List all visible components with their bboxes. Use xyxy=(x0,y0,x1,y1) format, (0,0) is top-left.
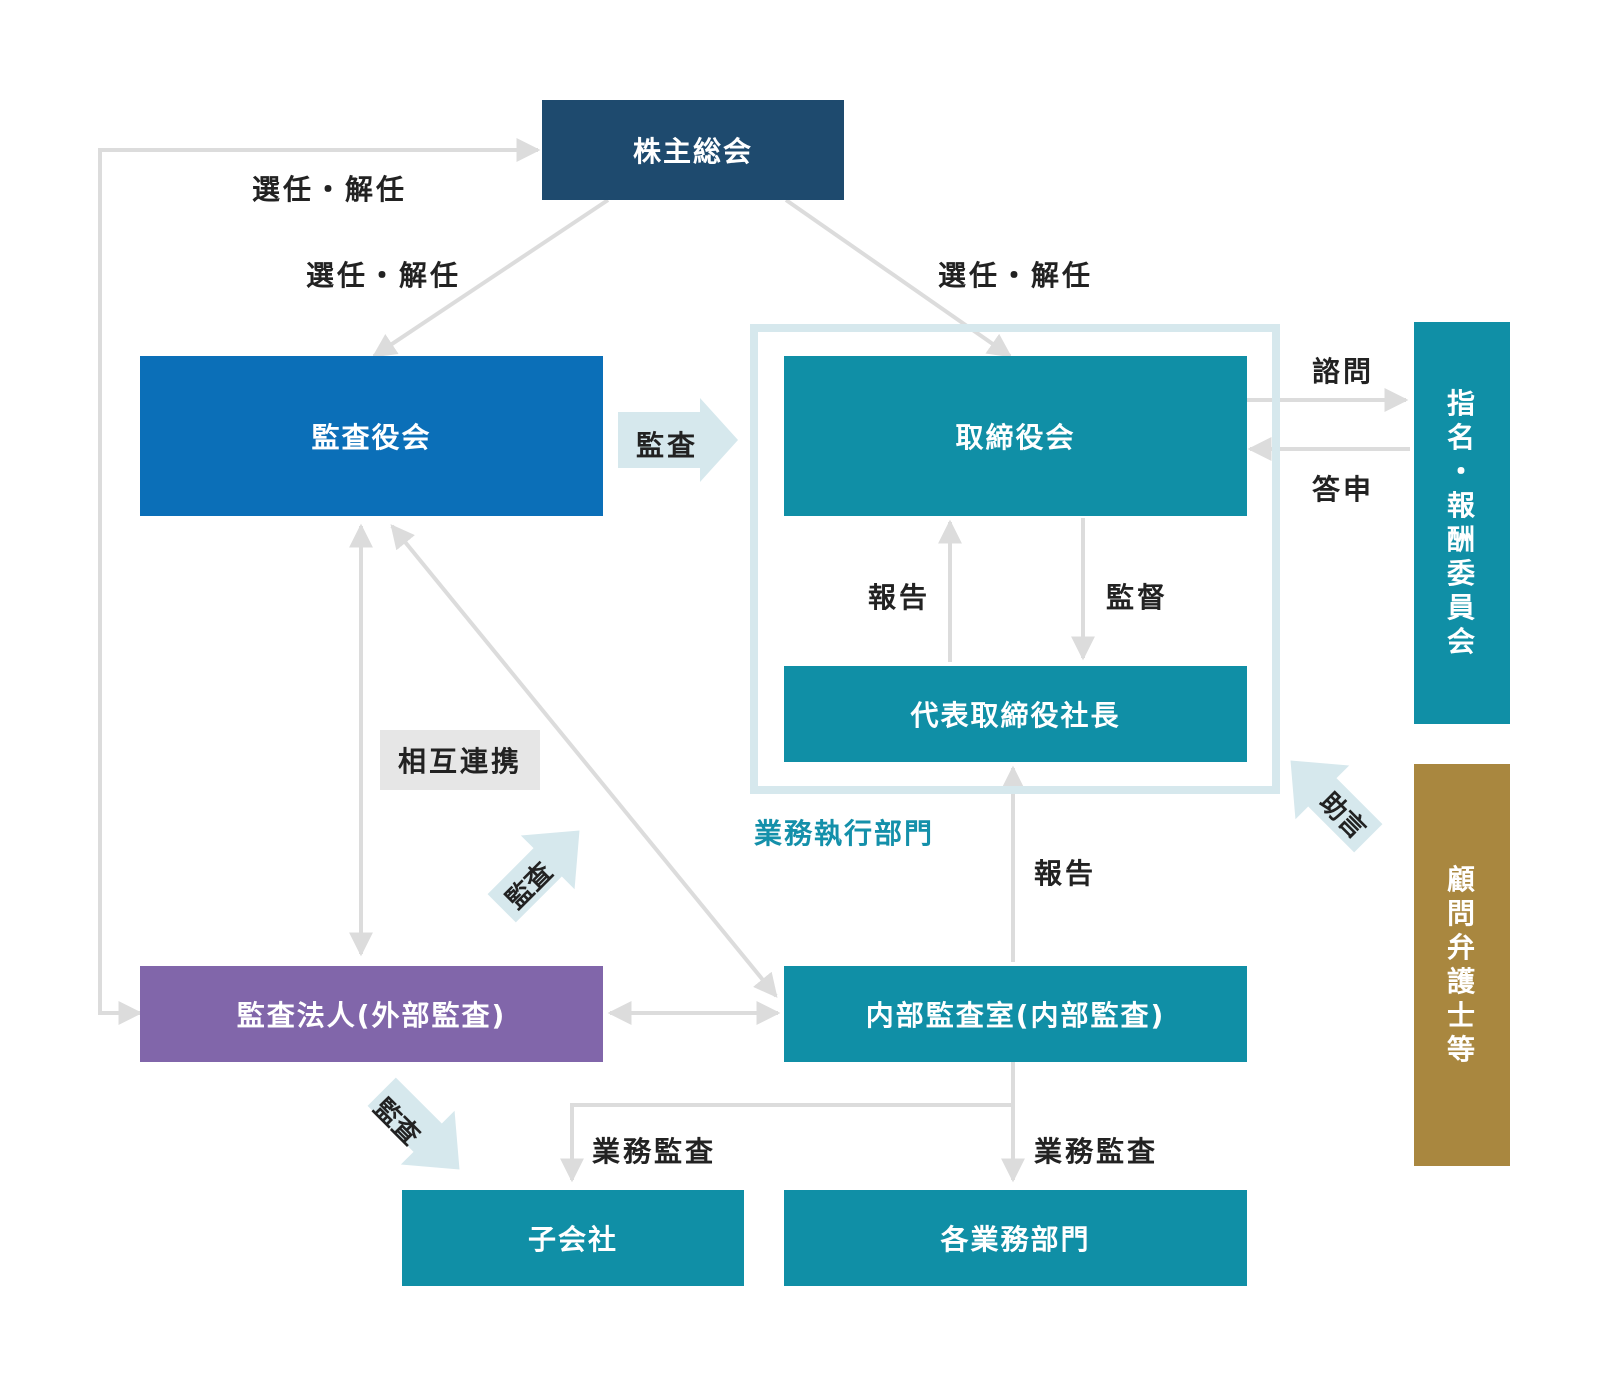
label-ops-audit-dept: 業務監査 xyxy=(1034,1135,1159,1168)
execution-division-label: 業務執行部門 xyxy=(754,817,935,850)
label-mutual: 相互連携 xyxy=(380,730,540,790)
connector-mutual-diagonal xyxy=(390,524,778,998)
connector-appoint-left xyxy=(98,138,541,1025)
label-audit-to-board: 監査 xyxy=(636,429,699,462)
connector-ops-audit-sub xyxy=(560,1060,1015,1183)
label-appoint-board: 選任・解任 xyxy=(938,259,1094,292)
label-supervise: 監督 xyxy=(1106,581,1169,614)
label-ops-audit-sub: 業務監査 xyxy=(592,1135,717,1168)
node-audit-board: 監査役会 xyxy=(140,356,603,516)
node-internal-audit: 内部監査室(内部監査) xyxy=(784,966,1247,1062)
label-report-internal: 報告 xyxy=(1034,857,1097,890)
node-board: 取締役会 xyxy=(784,356,1247,516)
node-external-auditor: 監査法人(外部監査) xyxy=(140,966,603,1062)
node-shareholders: 株主総会 xyxy=(542,100,844,200)
node-president: 代表取締役社長 xyxy=(784,666,1247,762)
node-nomination-committee: 指 名 ・ 報 酬 委 員 会 xyxy=(1414,322,1510,724)
block-arrow-audit-down xyxy=(367,1077,460,1170)
label-appoint-audit: 選任・解任 xyxy=(306,259,462,292)
node-departments: 各業務部門 xyxy=(784,1190,1247,1286)
label-appoint-left: 選任・解任 xyxy=(252,173,408,206)
node-advisors: 顧 問 弁 護 士 等 xyxy=(1414,764,1510,1166)
label-report-president: 報告 xyxy=(868,581,931,614)
label-consult: 諮問 xyxy=(1312,355,1375,388)
block-arrow-audit-up xyxy=(487,830,580,923)
label-answer: 答申 xyxy=(1312,473,1375,506)
node-subsidiaries: 子会社 xyxy=(402,1190,744,1286)
block-arrow-audit-right xyxy=(618,398,738,482)
block-arrow-advice xyxy=(1290,760,1383,853)
connector-appoint-audit xyxy=(372,198,610,358)
execution-division-frame xyxy=(750,324,1280,794)
